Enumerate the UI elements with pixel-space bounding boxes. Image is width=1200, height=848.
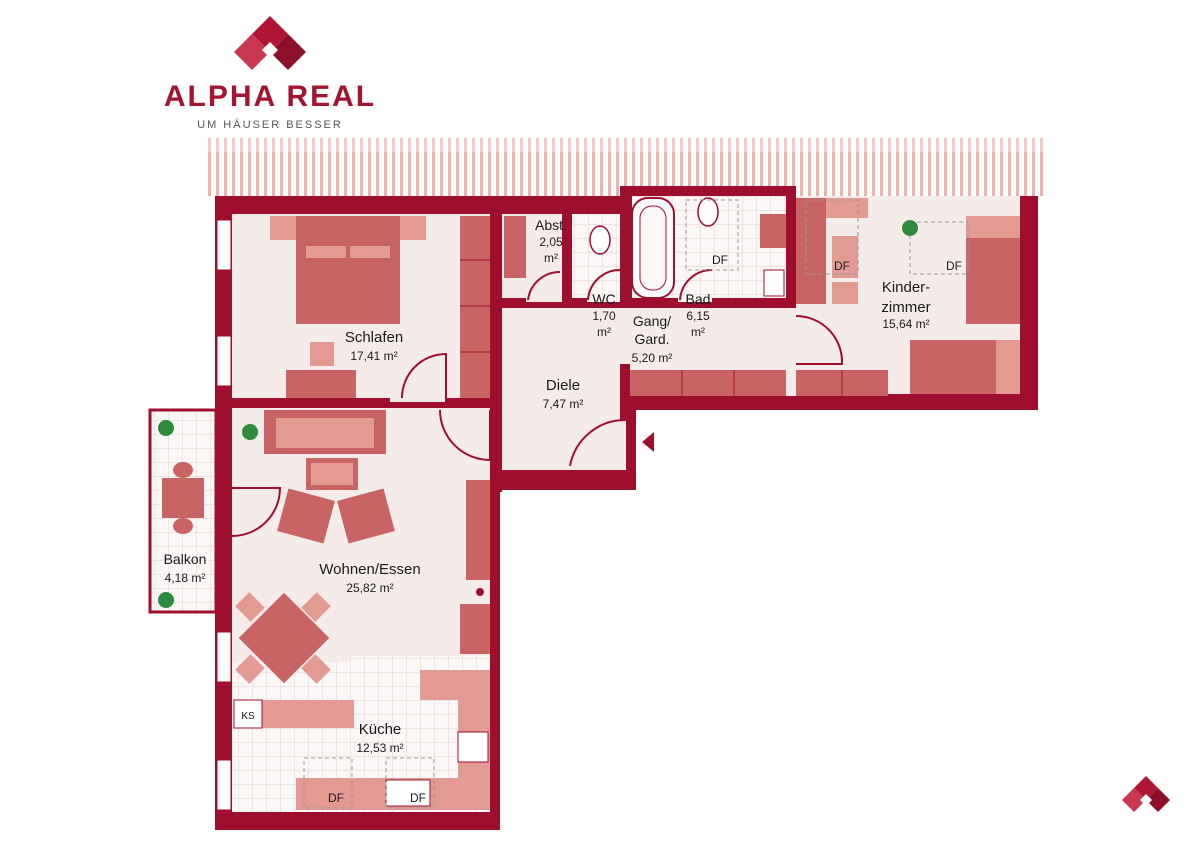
- brand-name: ALPHA REAL: [164, 80, 376, 113]
- roof-window-label: DF: [410, 791, 426, 805]
- corner-logo-icon: [1122, 776, 1170, 812]
- room-kueche-name: Küche: [359, 721, 402, 738]
- room-labels: Schlafen 17,41 m² Abst. 2,05 m² WC 1,70 …: [164, 217, 931, 755]
- roof-window-label: DF: [328, 791, 344, 805]
- furniture-kinderzimmer: [796, 198, 1020, 394]
- room-gang-name: Gang/: [633, 313, 671, 329]
- logo-icon: [234, 16, 306, 70]
- roof-window-label: DF: [834, 259, 850, 273]
- room-kinder-name2: zimmer: [881, 299, 930, 316]
- furniture-schlafen: [270, 216, 526, 398]
- entrance-arrow-icon: [642, 432, 654, 452]
- room-bad-unit: m²: [691, 325, 705, 339]
- room-diele-area: 7,47 m²: [543, 397, 584, 411]
- furniture-wohnen: [235, 410, 490, 684]
- room-diele-name: Diele: [546, 377, 580, 394]
- room-kinder-area: 15,64 m²: [882, 317, 929, 331]
- room-bad-name: Bad: [686, 291, 711, 307]
- room-balkon-name: Balkon: [164, 551, 207, 567]
- roof-window-label: DF: [946, 259, 962, 273]
- room-schlafen-area: 17,41 m²: [350, 349, 397, 363]
- fridge-label: KS: [241, 711, 255, 722]
- room-abst-name: Abst.: [535, 217, 567, 233]
- plant-icon: [158, 220, 918, 608]
- doors: [231, 268, 844, 537]
- room-wc-name: WC: [592, 291, 615, 307]
- furniture-wardrobe: [630, 370, 888, 396]
- room-balkon-area: 4,18 m²: [165, 571, 206, 585]
- room-abst-unit: m²: [544, 251, 558, 265]
- fixture-markers: DF DF DF DF DF KS: [241, 253, 962, 805]
- balcony: [148, 408, 218, 614]
- room-bad-area: 6,15: [686, 309, 710, 323]
- room-kueche-area: 12,53 m²: [356, 741, 403, 755]
- furniture-kueche: [233, 670, 490, 810]
- room-gang-area: 5,20 m²: [632, 351, 673, 365]
- room-gang-name2: Gard.: [634, 331, 669, 347]
- roof-window-label: DF: [712, 253, 728, 267]
- furniture-bathroom: [589, 197, 786, 299]
- room-abst-area: 2,05: [539, 235, 563, 249]
- room-wohnen-name: Wohnen/Essen: [319, 561, 420, 578]
- room-kinder-name: Kinder-: [882, 279, 930, 296]
- room-wc-unit: m²: [597, 325, 611, 339]
- room-schlafen-name: Schlafen: [345, 329, 403, 346]
- interior-walls: [215, 186, 1020, 652]
- room-wc-area: 1,70: [592, 309, 616, 323]
- brand-tagline: UM HÄUSER BESSER: [197, 119, 343, 131]
- windows: [216, 219, 232, 811]
- room-wohnen-area: 25,82 m²: [346, 581, 393, 595]
